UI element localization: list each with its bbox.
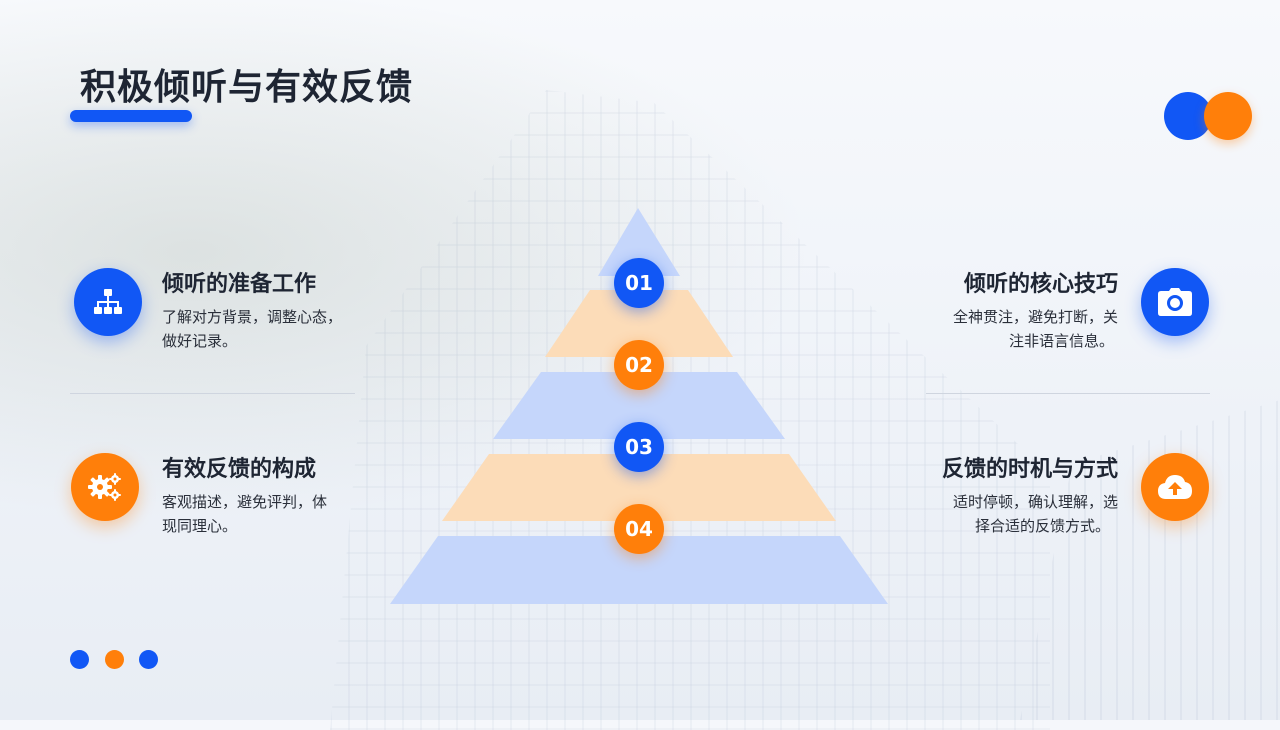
divider-right xyxy=(926,393,1210,394)
block-desc-feedback-composition-line1: 客观描述，避免评判，体 xyxy=(162,493,328,511)
cloud-upload-icon xyxy=(1141,453,1209,521)
block-title-core-skills: 倾听的核心技巧 xyxy=(963,272,1118,297)
pyramid-badge-03: 03 xyxy=(614,422,664,472)
block-title-feedback-composition: 有效反馈的构成 xyxy=(162,457,317,482)
sitemap-icon xyxy=(74,268,142,336)
block-desc-preparation-line2: 做好记录。 xyxy=(162,332,238,350)
block-title-preparation: 倾听的准备工作 xyxy=(162,272,317,297)
title-underline xyxy=(70,110,192,122)
block-desc-preparation-line1: 了解对方背景，调整心态， xyxy=(162,308,343,326)
pyramid-badge-01: 01 xyxy=(614,258,664,308)
decor-dot-1 xyxy=(70,650,89,669)
decor-dot-2 xyxy=(105,650,124,669)
pyramid-badge-04: 04 xyxy=(614,504,664,554)
gears-icon xyxy=(71,453,139,521)
camera-icon xyxy=(1141,268,1209,336)
divider-left xyxy=(70,393,355,394)
decor-circles xyxy=(1164,92,1254,140)
slide-title: 积极倾听与有效反馈 xyxy=(80,67,414,108)
decor-dot-3 xyxy=(139,650,158,669)
block-desc-feedback-composition-line2: 现同理心。 xyxy=(162,517,238,535)
block-title-timing-and-method: 反馈的时机与方式 xyxy=(941,457,1118,482)
block-desc-core-skills-line2: 注非语言信息。 xyxy=(1008,332,1114,350)
block-desc-timing-and-method-line1: 适时停顿，确认理解，选 xyxy=(952,493,1118,511)
block-desc-timing-and-method-line2: 择合适的反馈方式。 xyxy=(974,517,1110,535)
block-desc-core-skills-line1: 全神贯注，避免打断，关 xyxy=(952,308,1118,326)
decor-circle-orange xyxy=(1204,92,1252,140)
pyramid-badge-02: 02 xyxy=(614,340,664,390)
